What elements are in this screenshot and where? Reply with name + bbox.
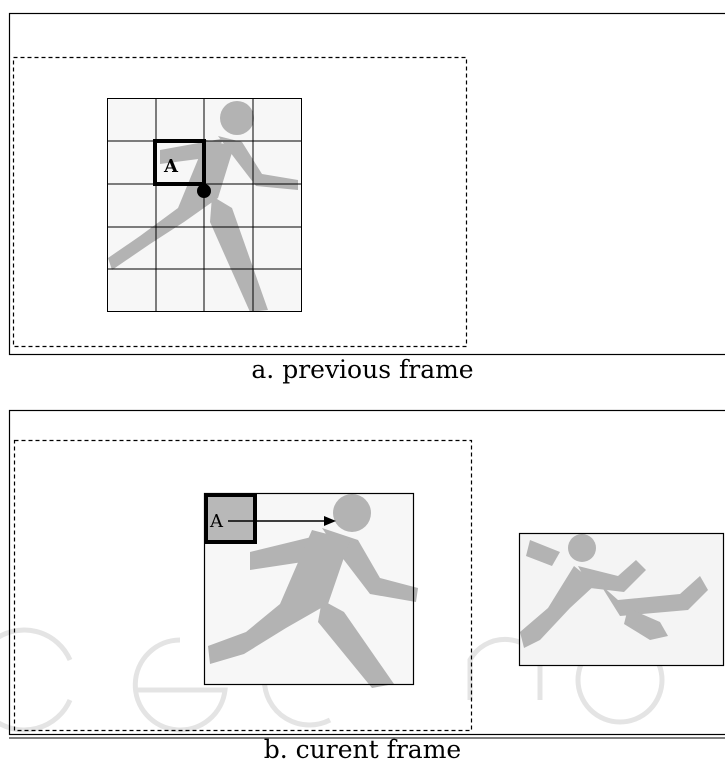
rotated-running-figure <box>520 534 708 648</box>
block-a-label: A <box>209 511 224 532</box>
panel-current-frame: A <box>8 409 725 739</box>
block-a-previous-position <box>204 493 257 544</box>
block-a-highlight <box>153 139 206 186</box>
running-figure <box>208 494 418 688</box>
block-a-label: A <box>163 156 179 177</box>
block-anchor-point <box>197 184 211 198</box>
caption-previous-frame: a. previous frame <box>251 355 474 384</box>
caption-current-frame: b. curent frame <box>263 735 462 764</box>
frame-border <box>8 409 725 736</box>
motion-vector-arrow <box>228 516 336 526</box>
frame-border <box>8 12 725 356</box>
rotated-figure-border <box>518 532 725 667</box>
block-grid <box>107 98 302 312</box>
search-window <box>12 56 468 348</box>
search-window <box>13 439 473 732</box>
image-border <box>203 492 415 686</box>
panel-previous-frame: A <box>8 12 725 356</box>
